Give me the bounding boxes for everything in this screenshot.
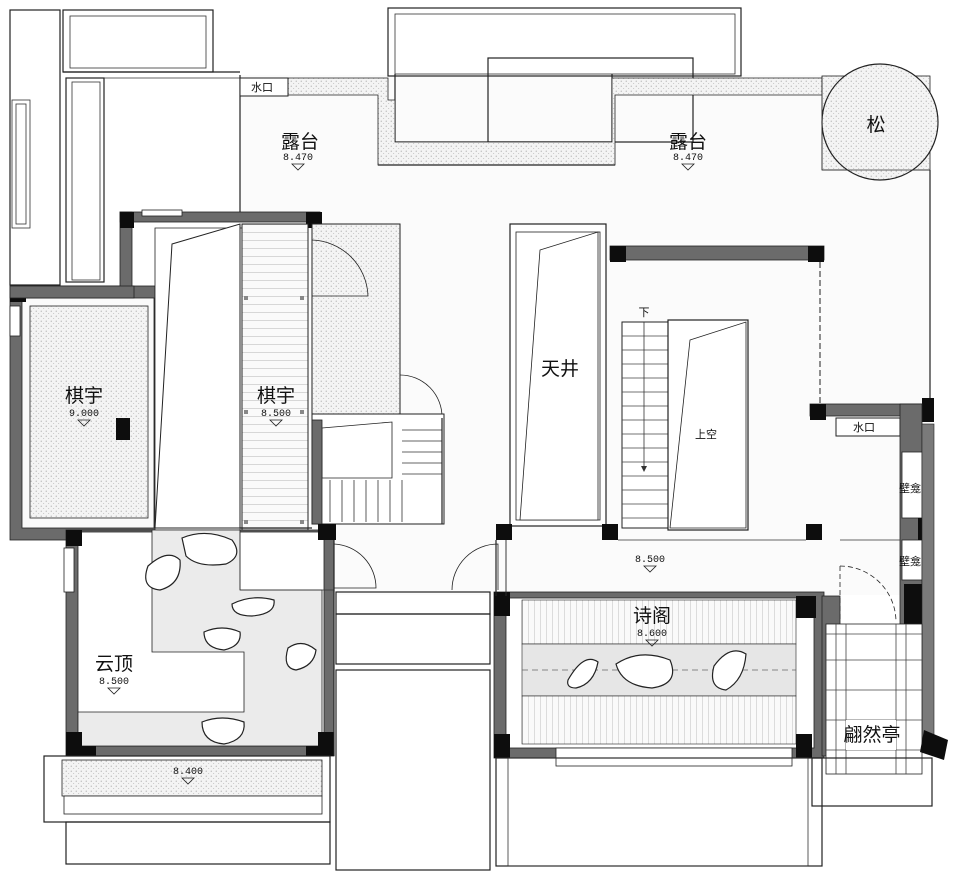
poem-pavilion-level: 8.600 — [637, 629, 667, 640]
courtyard: 天井 — [509, 223, 607, 527]
stair-and-void: 下 上空 — [609, 245, 825, 531]
drain-right-label: 水口 — [853, 421, 875, 434]
center-bottom-blocks — [335, 591, 491, 871]
chess-left-level: 9.000 — [69, 409, 99, 420]
poem-pavilion-label: 诗阁 — [633, 605, 671, 627]
stone-icon — [711, 650, 747, 691]
terrace-left-level: 8.470 — [283, 153, 313, 164]
stone-icon — [145, 554, 181, 591]
roof-left-structures — [9, 9, 241, 286]
central-hall: 8.500 — [333, 524, 897, 623]
hall-level: 8.500 — [635, 555, 665, 566]
level-marker-icon — [291, 163, 305, 171]
terrace-right-label: 露台 — [669, 131, 707, 153]
stair-arrow-icon — [641, 466, 647, 472]
chess-left-label: 棋宇 — [65, 385, 103, 407]
level-marker-icon — [645, 639, 659, 647]
stone-icon — [203, 627, 241, 651]
chess-mid-level: 8.500 — [261, 409, 291, 420]
door-swing-icon — [451, 543, 499, 591]
level-marker-icon — [107, 687, 121, 695]
stone-icon — [231, 597, 275, 617]
stone-icon — [615, 654, 674, 689]
level-marker-icon — [681, 163, 695, 171]
stair-block-left — [311, 223, 445, 525]
pine-tree: 松 — [821, 63, 939, 181]
drain-top: 水口 — [239, 77, 289, 97]
pavilion-right: 翩然亭 — [811, 595, 948, 807]
stone-icon — [201, 717, 245, 745]
terrace-right: 露台 8.470 — [669, 131, 707, 171]
misc-lines — [239, 418, 900, 756]
level-marker-icon — [181, 777, 195, 785]
chess-room-left: 棋宇 9.000 — [9, 285, 156, 541]
courtyard-label: 天井 — [541, 358, 579, 380]
glass-panel-left — [154, 223, 243, 529]
door-swing-icon — [333, 543, 377, 589]
stone-icon — [181, 532, 238, 566]
terrace-right-level: 8.470 — [673, 153, 703, 164]
drain-top-label: 水口 — [251, 81, 273, 94]
balcony-level: 8.400 — [173, 767, 203, 778]
level-marker-icon — [77, 419, 91, 427]
balcony-bottom: 8.400 — [43, 755, 331, 865]
niche-1-label: 壁龛 — [899, 481, 921, 495]
chess-mid-label: 棋宇 — [257, 385, 295, 407]
level-marker-icon — [269, 419, 283, 427]
cloud-top-level: 8.500 — [99, 677, 129, 688]
chess-upper-walls — [9, 209, 322, 299]
cloud-top-garden: 云顶 8.500 — [63, 524, 336, 757]
right-outer-wall — [821, 76, 931, 405]
stone-icon — [567, 658, 599, 689]
pavilion-right-label: 翩然亭 — [843, 724, 900, 746]
stair-down-label: 下 — [639, 306, 650, 319]
stone-icon — [285, 642, 317, 671]
void-label: 上空 — [695, 427, 717, 441]
cloud-top-label: 云顶 — [95, 653, 133, 675]
terrace-left: 露台 8.470 — [281, 131, 319, 171]
poem-pavilion: 诗阁 8.600 — [493, 591, 825, 867]
terrace-left-label: 露台 — [281, 131, 319, 153]
chess-room-mid: 棋宇 8.500 — [241, 223, 309, 531]
niche-2-label: 壁龛 — [899, 554, 921, 568]
pine-label: 松 — [866, 114, 885, 136]
door-swing-icon — [311, 239, 369, 297]
level-marker-icon — [643, 565, 657, 573]
